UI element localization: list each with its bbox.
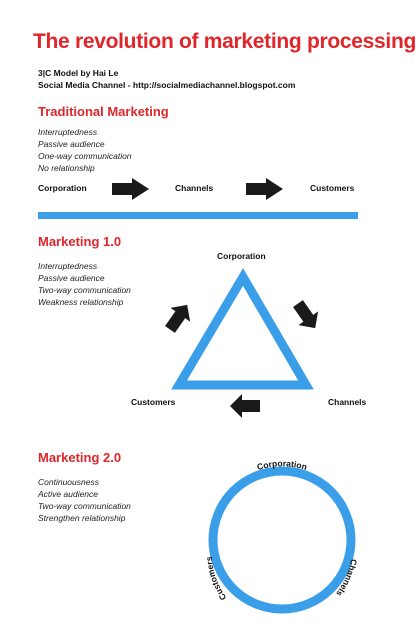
attribute-item: One-way communication [38,151,132,161]
triangle-cycle-shape [171,268,314,390]
arrow-right-icon [246,178,283,200]
attribute-item: Two-way communication [38,285,131,295]
arrow-cycle-icon [165,304,191,333]
circle-node-corporation: Corporation [256,458,309,472]
triangle-node-channels: Channels [328,397,367,407]
attribute-item: Continuousness [38,477,99,487]
credit-author: 3|C Model by Hai Le [38,68,119,78]
attribute-item: Strengthen relationship [38,513,126,523]
flow-node-channels: Channels [175,183,214,193]
attribute-item: Active audience [38,489,99,499]
attribute-item: Interruptedness [38,261,98,271]
circle-cycle-shape [208,466,356,614]
arrow-right-icon [112,178,149,200]
attribute-item: No relationship [38,163,95,173]
arrow-cycle-icon [293,300,319,329]
attribute-item: Interruptedness [38,127,98,137]
triangle-node-corporation: Corporation [217,251,266,261]
section-divider [38,212,358,219]
attribute-item: Passive audience [38,273,105,283]
triangle-node-customers: Customers [131,397,176,407]
section-heading-marketing-2: Marketing 2.0 [38,450,122,465]
attribute-item: Passive audience [38,139,105,149]
attribute-item: Weakness relationship [38,297,124,307]
section-heading-marketing-1: Marketing 1.0 [38,234,122,249]
arrow-cycle-icon [230,394,260,418]
credit-source: Social Media Channel - http://socialmedi… [38,80,296,90]
attribute-item: Two-way communication [38,501,131,511]
page-title: The revolution of marketing processing [33,30,416,53]
flow-node-corporation: Corporation [38,183,87,193]
flow-node-customers: Customers [310,183,355,193]
section-heading-traditional: Traditional Marketing [38,104,169,119]
